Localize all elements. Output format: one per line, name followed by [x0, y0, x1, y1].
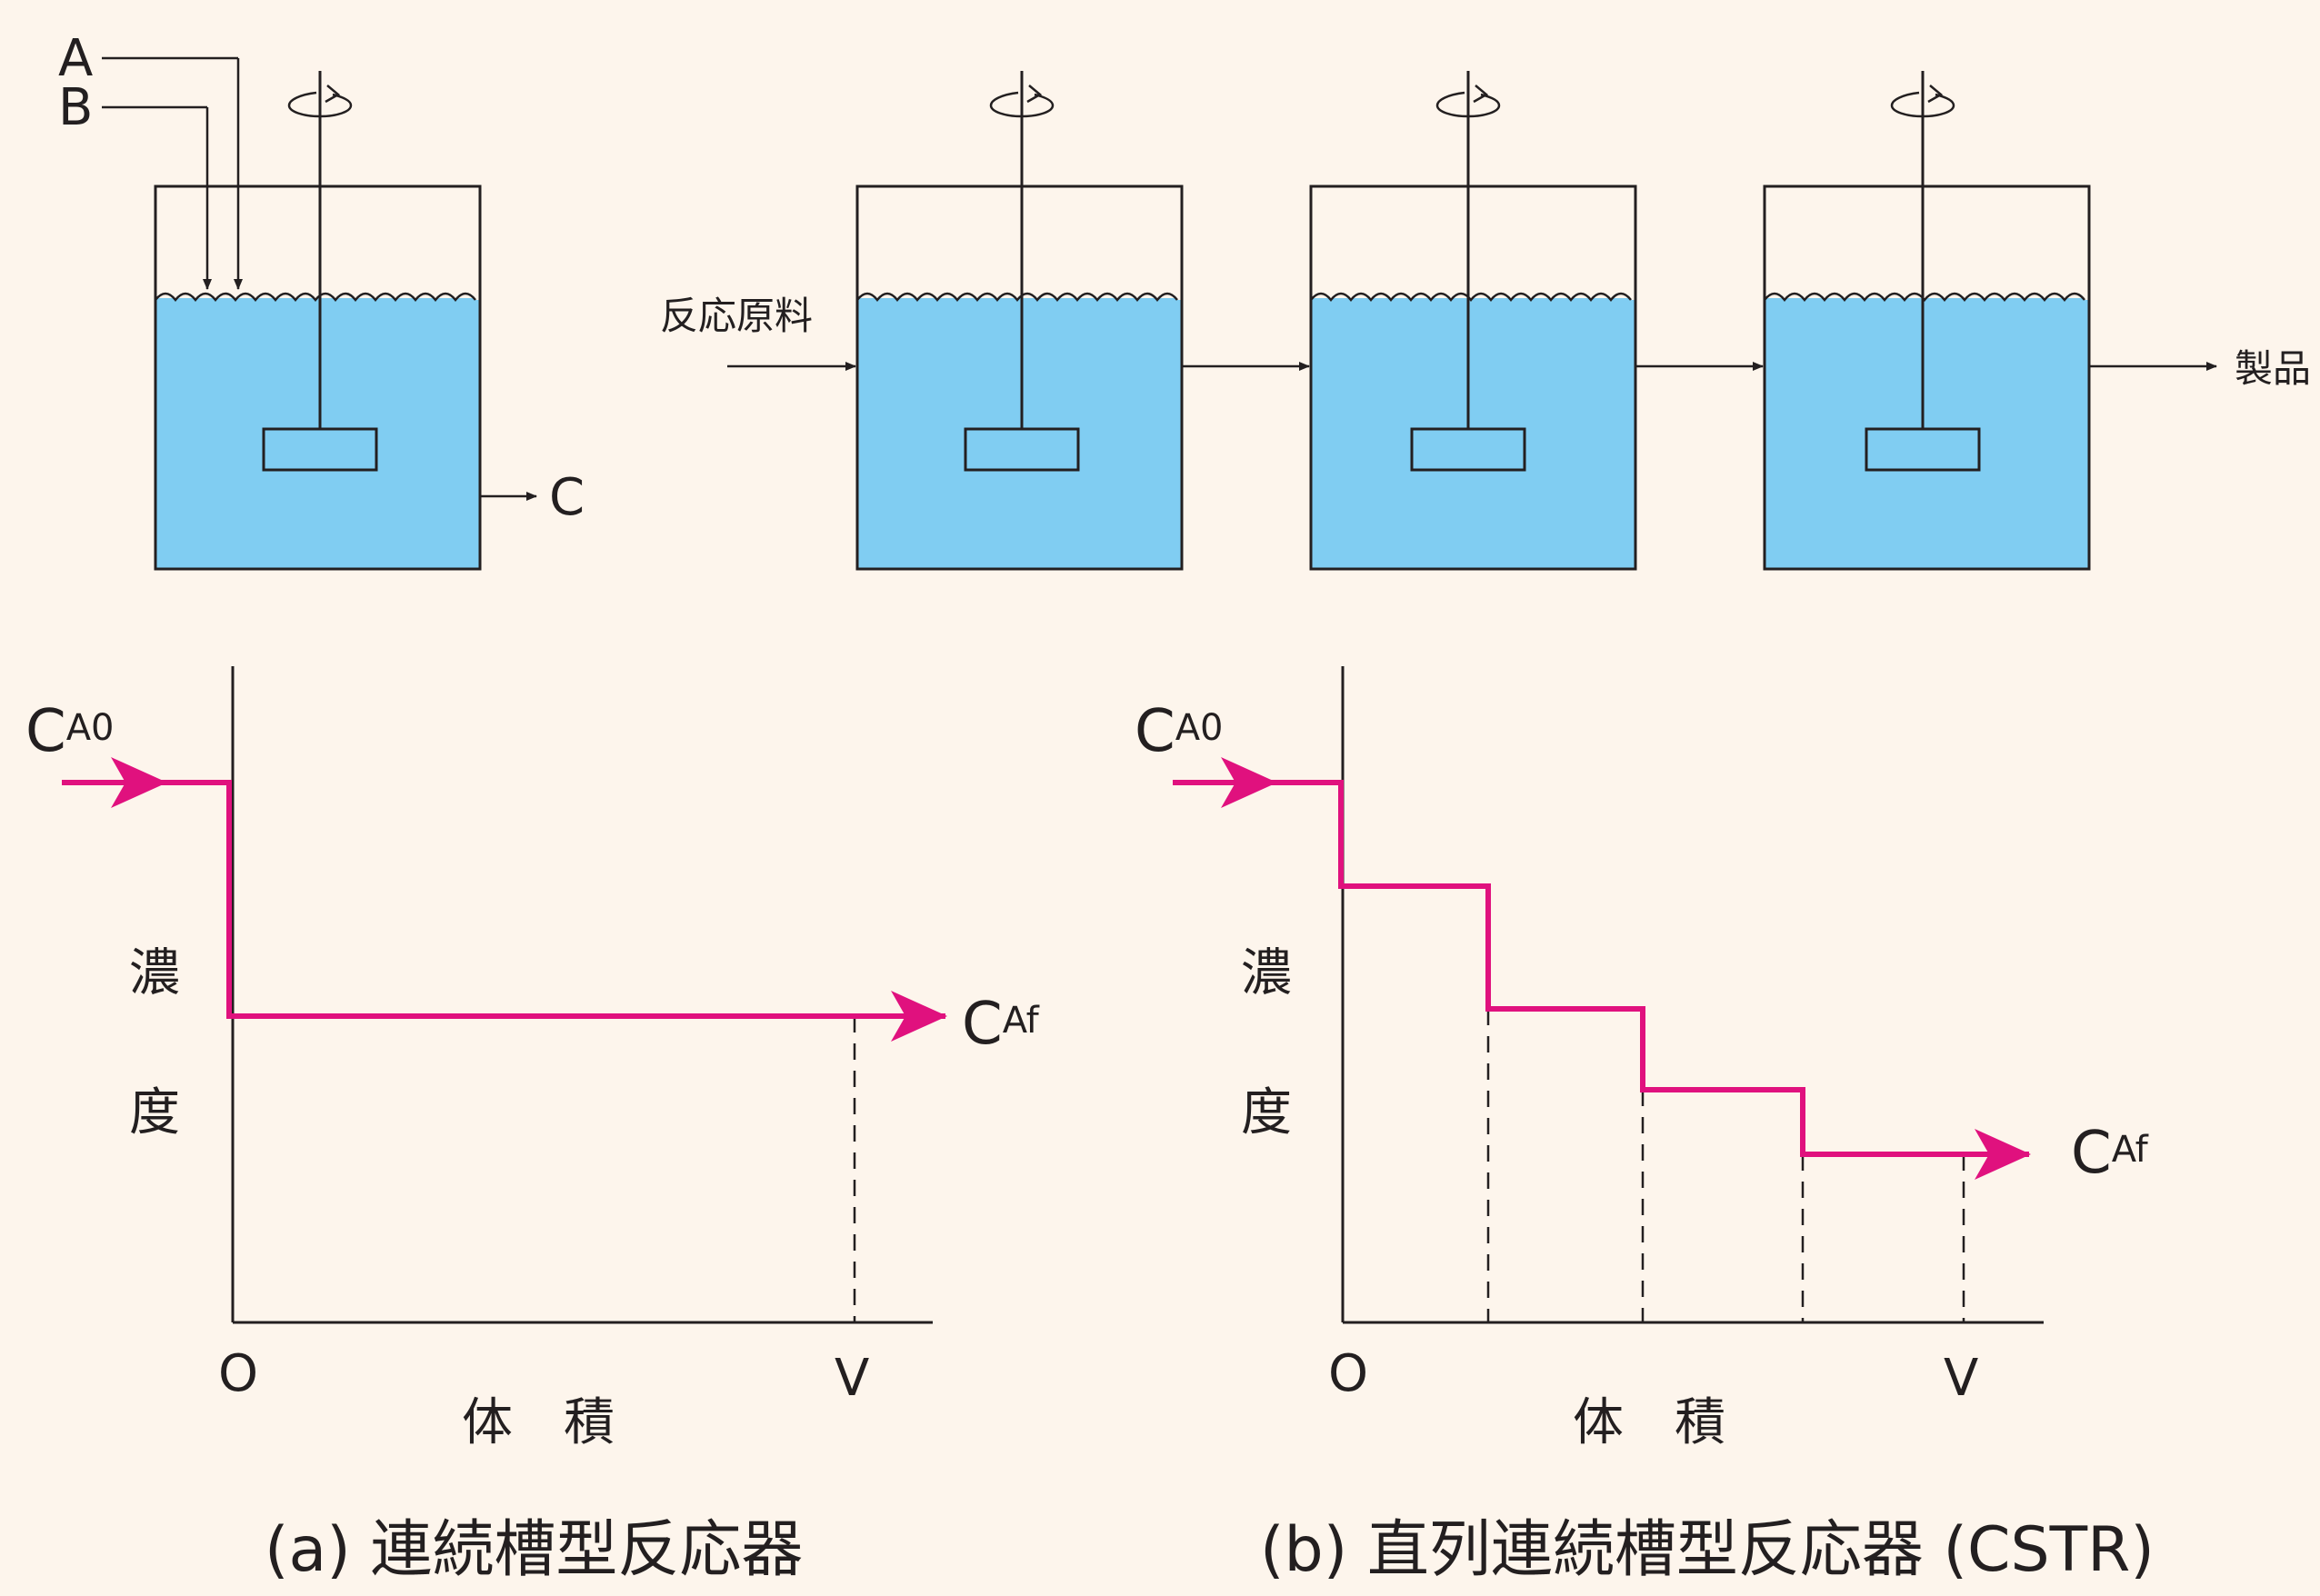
graph-b-ca0-label: CA0	[1135, 698, 1224, 765]
tank-a-liquid	[155, 298, 480, 569]
tank-b3	[1763, 71, 2091, 571]
series-flow: 反応原料 製品	[660, 294, 2311, 391]
tank-a-liquid-surface	[155, 186, 480, 300]
caption-a: (a) 連続槽型反応器	[265, 1514, 803, 1586]
tank-b2-liquid-surface	[1311, 186, 1635, 300]
tank-b3-liquid-surface	[1765, 186, 2089, 300]
outlet-a-label: C	[549, 468, 585, 527]
tank-b3-impeller	[1865, 427, 1981, 472]
graph-b-v-label: V	[1944, 1349, 1978, 1408]
tank-b1-surface-line	[856, 292, 1178, 303]
inlet-label: 反応原料	[660, 294, 813, 338]
graph-a-caf-label: CAf	[962, 991, 1040, 1058]
tank-b2-liquid	[1311, 298, 1635, 569]
tank-b2-wall	[1309, 185, 1637, 571]
graph-b-y-axis-label: 濃 度	[1233, 945, 1292, 1172]
graph-a-ca0-label: CA0	[25, 698, 115, 765]
caption-b: (b) 直列連続槽型反応器 (CSTR)	[1260, 1514, 2155, 1586]
graph-a-origin-label: O	[218, 1344, 258, 1403]
graph-b-x-axis-label: 体 積	[1573, 1393, 1725, 1452]
tank-a-wall	[154, 185, 482, 571]
tank-a: A B C	[58, 29, 585, 571]
feed-a-label: A	[58, 29, 93, 88]
graph-a-x-axis-label: 体 積	[462, 1393, 615, 1452]
tank-b3-wall	[1763, 185, 2091, 571]
graph-b: CA0 CAf 濃 度 O V 体 積	[1135, 666, 2149, 1452]
graph-b-origin-label: O	[1328, 1344, 1368, 1403]
feed-b-label: B	[58, 78, 93, 137]
tank-b3-surface-line	[1764, 292, 2085, 303]
graph-a-y-axis-label: 濃 度	[121, 945, 180, 1172]
tank-b1-liquid	[857, 298, 1182, 569]
tank-b2-surface-line	[1310, 292, 1632, 303]
tank-b2	[1309, 71, 1637, 571]
graph-a-concentration-line	[165, 780, 947, 1042]
tank-b2-impeller	[1410, 427, 1526, 472]
tank-b3-liquid	[1765, 298, 2089, 569]
graph-a-v-label: V	[835, 1349, 869, 1408]
tank-b1-liquid-surface	[857, 186, 1182, 300]
graph-a: CA0 CAf 濃 度 O V 体 積	[25, 666, 1040, 1452]
tank-a-surface-line	[155, 292, 476, 303]
graph-b-caf-label: CAf	[2071, 1120, 2149, 1187]
tank-b1-impeller	[964, 427, 1080, 472]
tank-b1	[855, 71, 1184, 571]
outlet-label: 製品	[2235, 346, 2311, 391]
tank-a-impeller	[262, 427, 378, 472]
graph-b-concentration-line	[1275, 780, 2031, 1180]
tank-b1-wall	[855, 185, 1184, 571]
